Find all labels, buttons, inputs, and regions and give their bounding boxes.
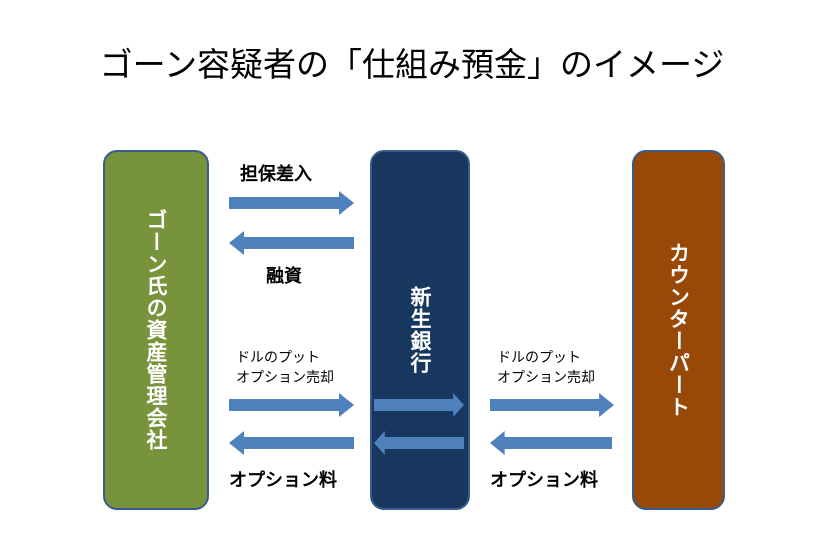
put-option-arrow-right [229,393,354,417]
counterparty-box: カウンターパート [632,150,725,510]
put-option-line2: オプション売却 [236,370,334,386]
right-put-option-label: ドルのプット オプション売却 [497,348,595,388]
right-option-fee-label: オプション料 [490,470,598,491]
option-fee-arrow-left [229,431,354,455]
option-fee-label: オプション料 [229,470,337,491]
asset-management-company-box: ゴーン氏の資産管理会社 [103,150,209,510]
shinsei-bank-label: 新生銀行 [408,286,432,374]
right-put-option-line1: ドルのプット [497,350,581,366]
page-title: ゴーン容疑者の「仕組み預金」のイメージ [99,45,725,84]
collateral-arrow-right [229,191,354,215]
put-option-label: ドルのプット オプション売却 [236,348,334,388]
loan-label: 融資 [266,266,302,287]
loan-arrow-left [229,231,354,255]
collateral-label: 担保差入 [240,164,312,185]
put-option-line1: ドルのプット [236,350,320,366]
asset-management-company-label: ゴーン氏の資産管理会社 [144,209,168,451]
right-option-fee-arrow-left [490,431,612,455]
counterparty-label: カウンターパート [666,242,691,418]
right-put-option-line2: オプション売却 [497,370,595,386]
shinsei-bank-box: 新生銀行 [370,150,470,510]
right-put-option-arrow-right [490,393,614,417]
